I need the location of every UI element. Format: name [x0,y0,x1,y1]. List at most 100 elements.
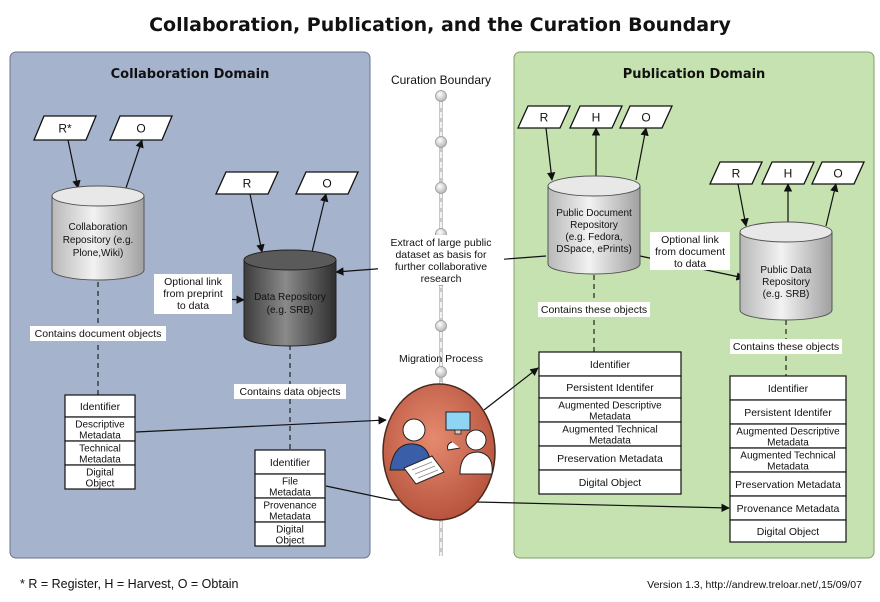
publication-document-object-cell-text: Augmented Technical [562,424,657,435]
publication-data-object-cell [729,495,847,521]
data-repository-label-line: (e.g. SRB) [267,305,314,316]
tag-register-star: R* [33,115,97,141]
tag-data2-obtain-label: O [833,167,842,181]
extract-dataset-label-line: dataset as basis for [395,249,487,261]
collaboration-document-object-cell-text: Identifier [80,401,121,413]
collaboration-data-object-cell [254,497,326,523]
chain-bead [435,136,447,148]
publication-data-object-cell-text: Augmented Technical [740,450,835,461]
publication-data-object-cell-text: Augmented Descriptive [736,426,840,437]
tag-data-obtain-label: O [322,177,331,191]
contains-document-objects-label-text: Contains document objects [35,328,162,340]
contains-data-objects-label: Contains data objects [234,384,346,399]
tag-data-register-label: R [243,177,252,191]
migration-process-label: Migration Process [399,353,483,365]
optional-link-document-label-line: to data [674,258,706,270]
publication-document-object-cell-text: Persistent Identifer [566,382,654,394]
collaboration-document-object-cell-text: Descriptive [75,419,125,430]
optional-link-document-label-line: Optional link [661,234,720,246]
footer-version: Version 1.3, http://andrew.treloar.net/,… [647,579,862,591]
publication-data-object-cell [729,519,847,543]
tag-doc-register: R [516,105,572,129]
public-document-repository-label-line: (e.g. Fedora, [565,232,622,243]
public-document-repository-label-line: Repository [570,220,618,231]
tag-doc-harvest: H [568,105,624,129]
extract-dataset-label-line: further collaborative [395,261,487,273]
collaboration-document-object-cell-text: Metadata [79,454,121,465]
chain-bead [435,320,447,332]
data-repository-label: Data Repository (e.g. SRB) [254,292,326,316]
tag-data-obtain: O [294,171,360,195]
collaboration-repository-cylinder [51,185,145,281]
collaboration-document-object-cell-text: Object [86,478,115,489]
publication-document-object-cell [538,397,682,423]
optional-link-document-label-line: from document [655,246,725,258]
publication-data-object-cell [729,375,847,401]
collaboration-data-object-cell-text: Object [276,535,305,546]
publication-document-object-cell [538,445,682,471]
collaboration-data-object-cell-text: Metadata [269,487,311,498]
publication-document-object-cell-text: Augmented Descriptive [558,400,662,411]
tag-data2-obtain: O [810,161,866,185]
chain-bead [435,366,447,378]
tag-register-star-label: R* [58,122,72,136]
publication-data-object-cell-text: Persistent Identifer [744,407,832,419]
contains-these-objects-label-doc-text: Contains these objects [541,304,647,316]
collaboration-data-object-cell [254,521,326,547]
contains-these-objects-label-doc: Contains these objects [538,302,650,317]
publication-data-object-cell-text: Identifier [768,383,809,395]
public-data-repository-label-line: (e.g. SRB) [763,289,810,300]
contains-document-objects-label: Contains document objects [30,326,166,341]
publication-data-object-cell-text: Digital Object [757,526,820,538]
data-repository-cylinder [243,249,337,347]
footer-legend: * R = Register, H = Harvest, O = Obtain [20,577,239,591]
migration-process-illustration [382,383,496,521]
tag-doc-obtain: O [618,105,674,129]
tag-doc-obtain-label: O [641,111,650,125]
publication-data-object-cell-text: Metadata [767,437,809,448]
collaboration-repository-label-line: Repository (e.g. [63,235,134,246]
collaboration-document-object-cell [64,464,136,490]
extract-dataset-label-line: research [421,273,462,285]
collaboration-document-object-cell-text: Technical [79,443,121,454]
curation-boundary-heading: Curation Boundary [391,73,491,87]
tag-doc-register-label: R [540,111,549,125]
tag-obtain-label: O [136,122,145,136]
data-repository-label-line: Data Repository [254,292,326,303]
tag-data2-harvest-label: H [784,167,793,181]
public-document-repository-label-line: Public Document [556,208,632,219]
collaboration-data-object-cell-text: Metadata [269,511,311,522]
tag-obtain: O [109,115,173,141]
publication-document-object-cell [538,469,682,495]
publication-data-object-cell [729,423,847,449]
tag-data2-register-label: R [732,167,741,181]
public-data-repository-label-line: Public Data [760,265,812,276]
publication-document-object-cell-text: Digital Object [579,477,642,489]
page-title: Collaboration, Publication, and the Cura… [149,14,731,36]
publication-data-object-cell [729,471,847,497]
optional-link-preprint-label-line: from preprint [163,288,223,300]
collaboration-data-object: IdentifierFileMetadataProvenanceMetadata… [254,449,326,547]
public-data-repository-cylinder [739,221,833,321]
collaboration-document-object-cell-text: Digital [86,467,114,478]
tag-data2-register: R [708,161,764,185]
publication-data-object-cell-text: Metadata [767,461,809,472]
collaboration-document-object: IdentifierDescriptiveMetadataTechnicalMe… [64,394,136,490]
publication-document-object-cell-text: Preservation Metadata [557,453,663,465]
publication-document-object-cell [538,351,682,377]
collaboration-repository-label-line: Plone,Wiki) [73,248,124,259]
collaboration-data-object-cell-text: Provenance [263,500,317,511]
tag-data2-harvest: H [760,161,816,185]
collaboration-document-object-cell [64,416,136,442]
collaboration-repository-label-line: Collaboration [69,222,128,233]
publication-data-object-cell [729,447,847,473]
tag-data-register: R [214,171,280,195]
